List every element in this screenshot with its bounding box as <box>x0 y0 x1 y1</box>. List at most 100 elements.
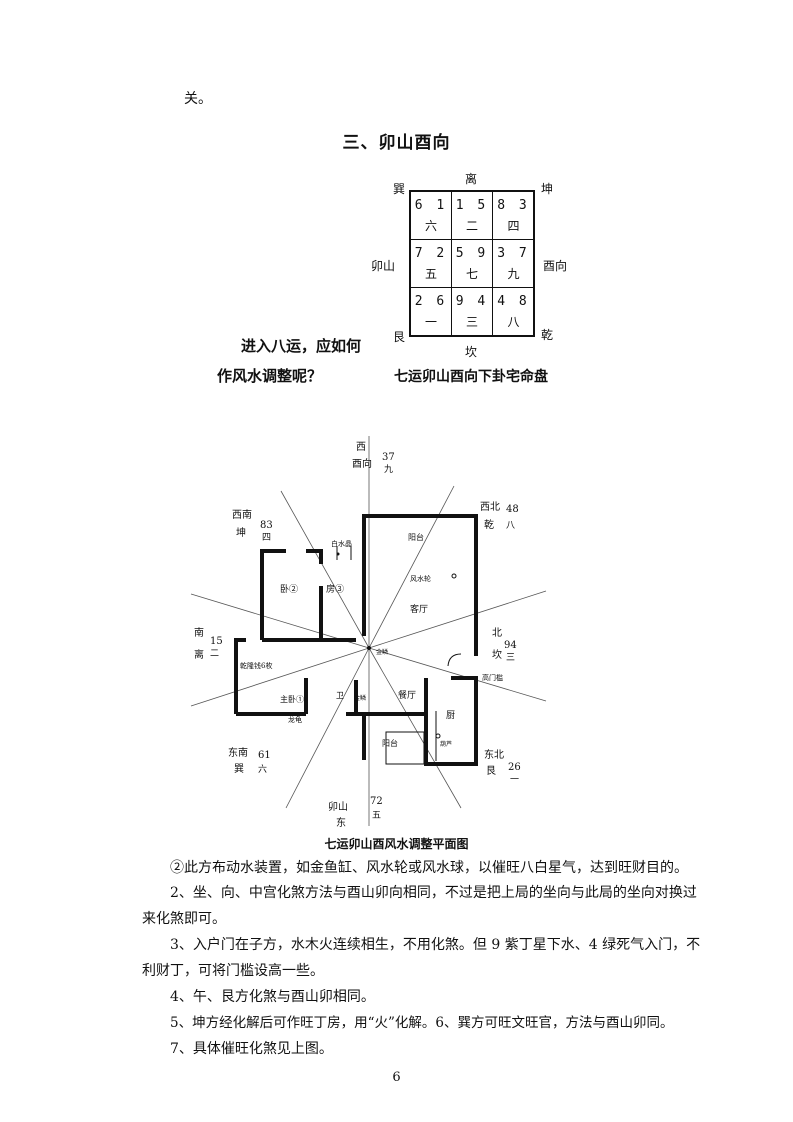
center-point <box>367 646 371 650</box>
label-southwest: 西南 <box>232 508 252 521</box>
chart-cell: 6 1 六 <box>411 192 452 240</box>
label-northwest-stars: 48 <box>506 504 519 515</box>
chart-left-label: 卯山 <box>371 259 396 273</box>
chart-cell: 4 8 八 <box>493 288 534 336</box>
room-kitchen: 厨 <box>446 710 455 721</box>
floor-plan: 西 酉向 37 九 西南 坤 83 四 西北 乾 48 八 南 离 15 二 北… <box>190 436 547 829</box>
section-title: 三、卯山酉向 <box>342 133 451 153</box>
label-northeast-palace: 艮 <box>486 765 496 777</box>
label-southwest-stars: 83 <box>260 520 273 531</box>
label-east-stars: 72 <box>370 796 383 807</box>
room-master-bedroom: 主卧① <box>280 694 304 704</box>
cell-period: 一 <box>424 315 437 329</box>
room-fountain: 白水晶 <box>331 539 352 548</box>
label-south-stars: 15 <box>210 636 223 647</box>
chart-top-label: 离 <box>465 172 478 186</box>
chart-cell: 3 7 九 <box>493 240 534 288</box>
cell-period: 九 <box>507 267 520 281</box>
chart-bottomleft-label: 艮 <box>393 330 406 344</box>
intro-fragment: 关。 <box>184 91 212 107</box>
cell-stars: 6 1 <box>414 198 448 213</box>
chart-right-label: 酉向 <box>543 259 568 273</box>
label-north: 北 <box>492 627 502 639</box>
room-door: 高门槛 <box>482 673 503 682</box>
cell-period: 七 <box>465 267 478 281</box>
cell-period: 三 <box>465 315 478 329</box>
question-line-2: 作风水调整呢？ <box>217 367 323 385</box>
chart-bottomright-label: 乾 <box>541 328 554 342</box>
room-balcony-top: 阳台 <box>408 532 424 542</box>
walls <box>234 514 478 766</box>
room-bedroom2: 卧② <box>280 583 298 595</box>
label-east-mount: 卯山 <box>328 801 348 813</box>
label-north-stars: 94 <box>504 640 517 651</box>
label-southeast: 东南 <box>228 746 248 759</box>
label-northwest-luck: 八 <box>506 521 515 531</box>
chart-cell: 8 3 四 <box>493 192 534 240</box>
room-bath: 卫 <box>336 691 344 700</box>
label-west: 西 <box>356 442 366 453</box>
chart-topright-label: 坤 <box>541 182 554 196</box>
chart-topleft-label: 巽 <box>393 182 406 196</box>
cell-stars: 1 5 <box>455 198 489 213</box>
room-dragon-turtle: 龙龟 <box>288 715 302 724</box>
label-west-luck: 九 <box>384 464 393 475</box>
room-balcony-bottom: 阳台 <box>382 738 398 748</box>
label-south-palace: 离 <box>194 648 204 661</box>
label-east: 东 <box>336 816 346 829</box>
cell-period: 六 <box>424 219 437 233</box>
sector-lines <box>190 436 547 826</box>
room-goldfish2: 金鳞 <box>354 694 366 702</box>
room-dining: 餐厅 <box>398 689 416 701</box>
question-line-1: 进入八运，应如何 <box>241 337 362 355</box>
label-southeast-stars: 61 <box>258 750 271 761</box>
floorplan-caption: 七运卯山酉风水调整平面图 <box>324 837 469 851</box>
label-northwest: 西北 <box>480 501 500 513</box>
label-northeast-stars: 26 <box>508 762 521 773</box>
cell-stars: 8 3 <box>497 198 530 213</box>
chart-bottom-label: 坎 <box>465 345 478 359</box>
cell-period: 五 <box>424 267 437 281</box>
chart-cell: 2 6 一 <box>411 288 452 336</box>
paragraph: 5、坤方经化解后可作旺丁房，用“火”化解。6、巽方可旺文旺官，方法与酉山卯同。 <box>170 1015 674 1031</box>
label-northeast: 东北 <box>484 748 504 761</box>
paragraph: 7、具体催旺化煞见上图。 <box>170 1041 333 1057</box>
paragraph: ②此方布动水装置，如金鱼缸、风水轮或风水球，以催旺八白星气，达到旺财目的。 <box>170 860 688 876</box>
label-southwest-palace: 坤 <box>236 526 246 539</box>
label-west-dir: 酉向 <box>352 457 372 470</box>
cell-stars: 9 4 <box>455 294 489 309</box>
cell-stars: 7 2 <box>414 246 448 261</box>
page-number: 6 <box>392 1070 401 1085</box>
cell-stars: 2 6 <box>414 294 448 309</box>
label-south-luck: 二 <box>210 649 219 659</box>
cell-period: 八 <box>507 315 520 329</box>
label-southeast-luck: 六 <box>258 763 267 775</box>
room-goldfish: 金鳞 <box>376 648 388 656</box>
chart-grid: 6 1 六 1 5 二 8 3 四 7 2 五 5 9 七 3 7 九 2 6 … <box>409 190 535 337</box>
chart-cell: 1 5 二 <box>452 192 493 240</box>
room-water-wheel: 风水轮 <box>410 574 431 583</box>
label-north-palace: 坎 <box>492 648 502 661</box>
cell-stars: 3 7 <box>497 246 530 261</box>
fixture-dot <box>336 552 340 556</box>
chart-cell: 7 2 五 <box>411 240 452 288</box>
cell-period: 二 <box>465 219 478 233</box>
chart-caption: 七运卯山酉向下卦宅命盘 <box>394 369 548 385</box>
cell-stars: 4 8 <box>497 294 530 309</box>
label-southeast-palace: 巽 <box>234 763 244 775</box>
room-bedroom3: 房③ <box>326 583 344 595</box>
cell-stars: 5 9 <box>455 246 489 261</box>
label-north-luck: 三 <box>506 653 515 663</box>
paragraph: 2、坐、向、中宫化煞方法与酉山卯向相同，不过是把上局的坐向与此局的坐向对换过来化… <box>142 885 697 927</box>
gourd-icon <box>435 733 441 739</box>
room-gourd: 葫芦 <box>440 740 452 748</box>
label-southwest-luck: 四 <box>262 533 271 543</box>
cell-period: 四 <box>507 219 520 233</box>
room-crystal-ball: 乾隆钱6枚 <box>240 661 272 670</box>
label-northwest-palace: 乾 <box>484 518 494 531</box>
label-south: 南 <box>194 626 204 639</box>
room-living: 客厅 <box>410 603 428 615</box>
label-west-stars: 37 <box>382 452 395 463</box>
paragraph: 3、入户门在子方，水木火连续相生，不用化煞。但 9 紫丁星下水、4 绿死气入门，… <box>142 937 701 979</box>
thin-walls <box>336 546 462 765</box>
